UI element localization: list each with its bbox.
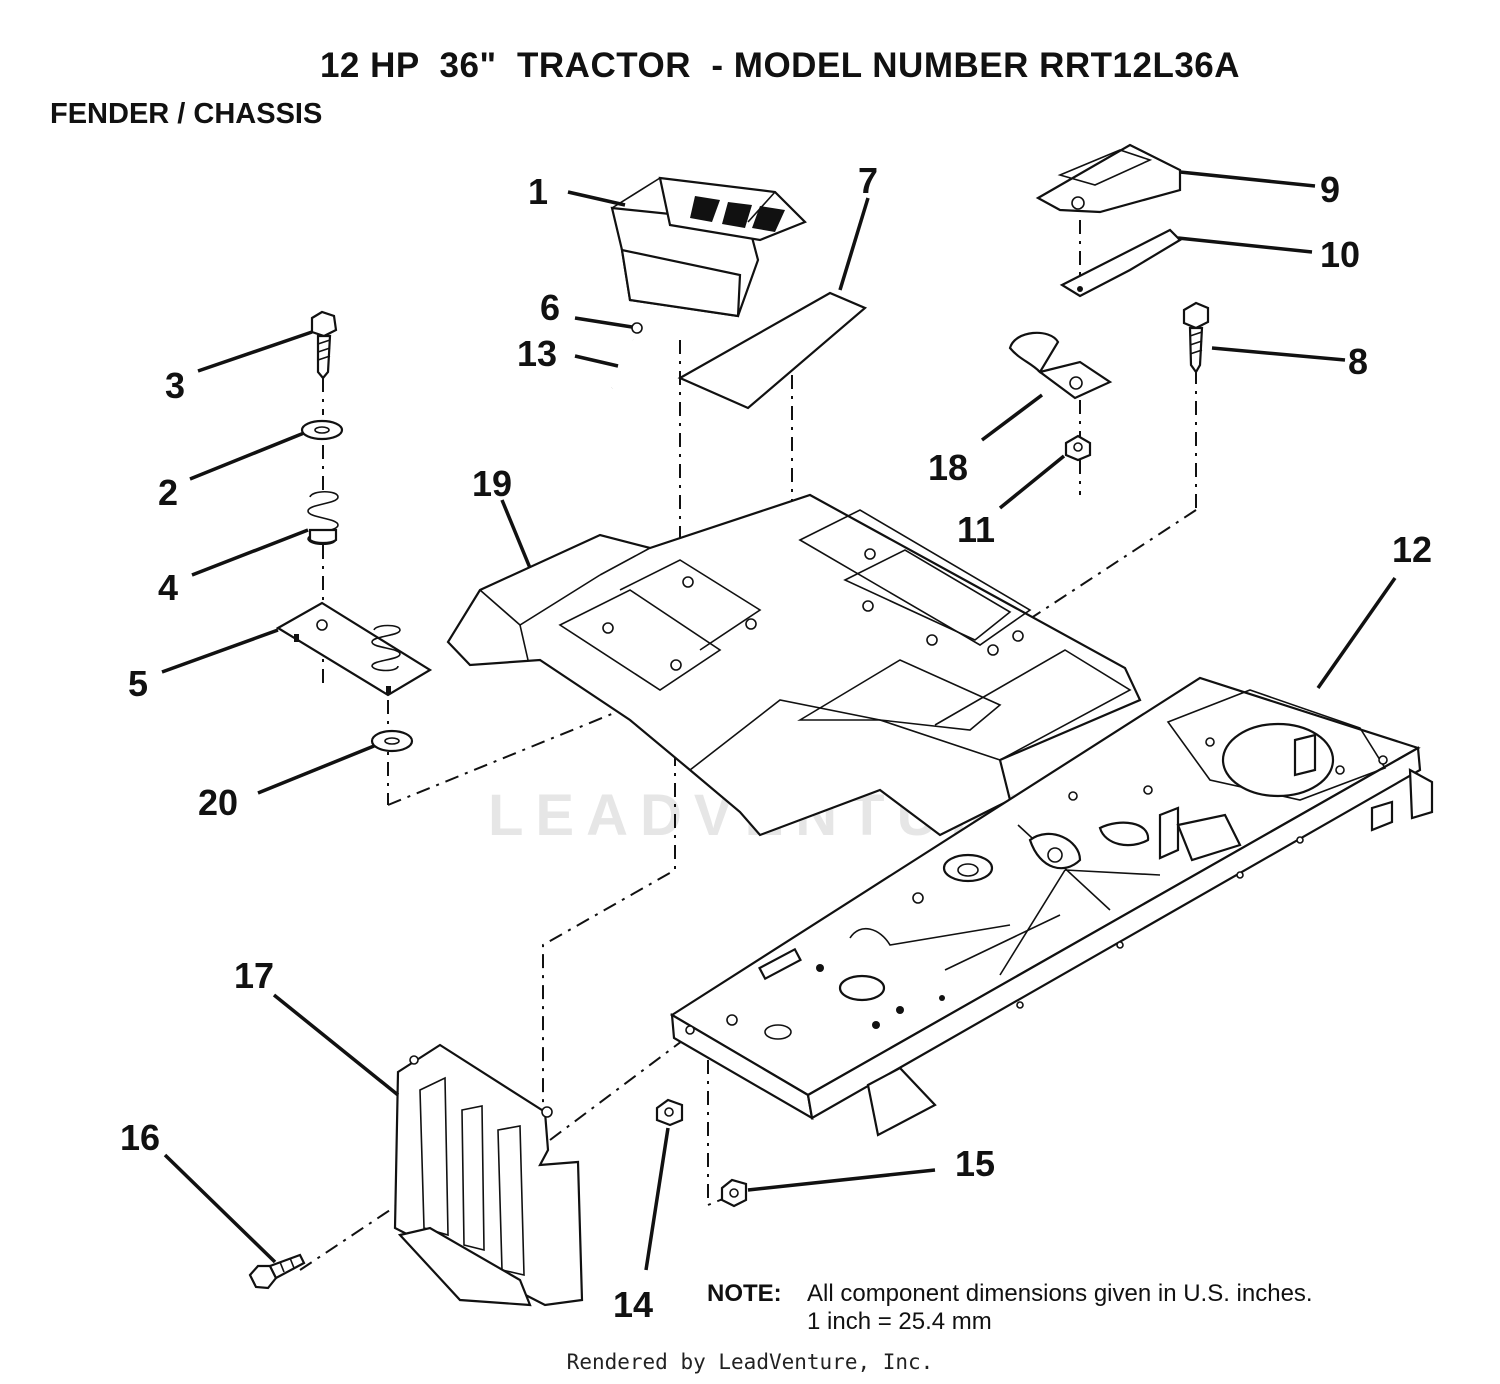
part-14-nut [655,1098,684,1127]
callout-18: 18 [928,447,968,488]
callout-8: 8 [1348,341,1368,382]
part-5-spring-plate [275,601,433,697]
part-10-bracket [1059,228,1182,298]
part-7-decal [677,291,868,410]
callout-labels: 1 7 6 13 9 10 8 18 11 3 2 4 5 20 19 12 1… [120,160,1432,1325]
callout-5: 5 [128,663,148,704]
part-6-13-hose [611,322,643,390]
callout-17: 17 [234,955,274,996]
note-line-1: All component dimensions given in U.S. i… [807,1280,1313,1307]
dimensions-note: NOTE: All component dimensions given in U… [707,1280,1313,1336]
footer-credit: Rendered by LeadVenture, Inc. [566,1350,934,1374]
callout-4: 4 [158,567,178,608]
part-8-bolt [1182,301,1210,375]
callout-20: 20 [198,782,238,823]
part-20-washer [370,729,414,753]
callout-3: 3 [165,365,185,406]
callout-11: 11 [957,509,995,550]
part-3-bolt [310,310,338,380]
note-line-2: 1 inch = 25.4 mm [807,1308,992,1335]
callout-10: 10 [1320,234,1360,275]
callout-9: 9 [1320,169,1340,210]
callout-19: 19 [472,463,512,504]
part-19-fender [446,493,1142,837]
callout-14: 14 [613,1284,653,1325]
callout-16: 16 [120,1117,160,1158]
callout-13: 13 [517,333,557,374]
part-17-side-panel [393,1043,584,1307]
part-9-cover [1035,143,1182,214]
section-title: FENDER / CHASSIS [50,98,323,130]
part-11-nut [1064,434,1092,462]
callout-1: 1 [528,171,548,212]
part-18-clamp [1008,331,1113,400]
page-title: 12 HP 36" TRACTOR - MODEL NUMBER RRT12L3… [319,46,1241,85]
callout-2: 2 [158,472,178,513]
callout-7: 7 [858,160,878,201]
part-1-tray [610,176,807,318]
part-4-spring [307,490,339,546]
part-2-washer [300,419,344,441]
callout-12: 12 [1392,529,1432,570]
part-16-bolt [248,1253,306,1290]
leader-lines [161,170,1397,1271]
part-12-chassis [669,676,1434,1137]
note-label: NOTE: [707,1280,782,1307]
callout-6: 6 [540,287,560,328]
callout-15: 15 [955,1143,995,1184]
part-15-nut [720,1178,748,1208]
